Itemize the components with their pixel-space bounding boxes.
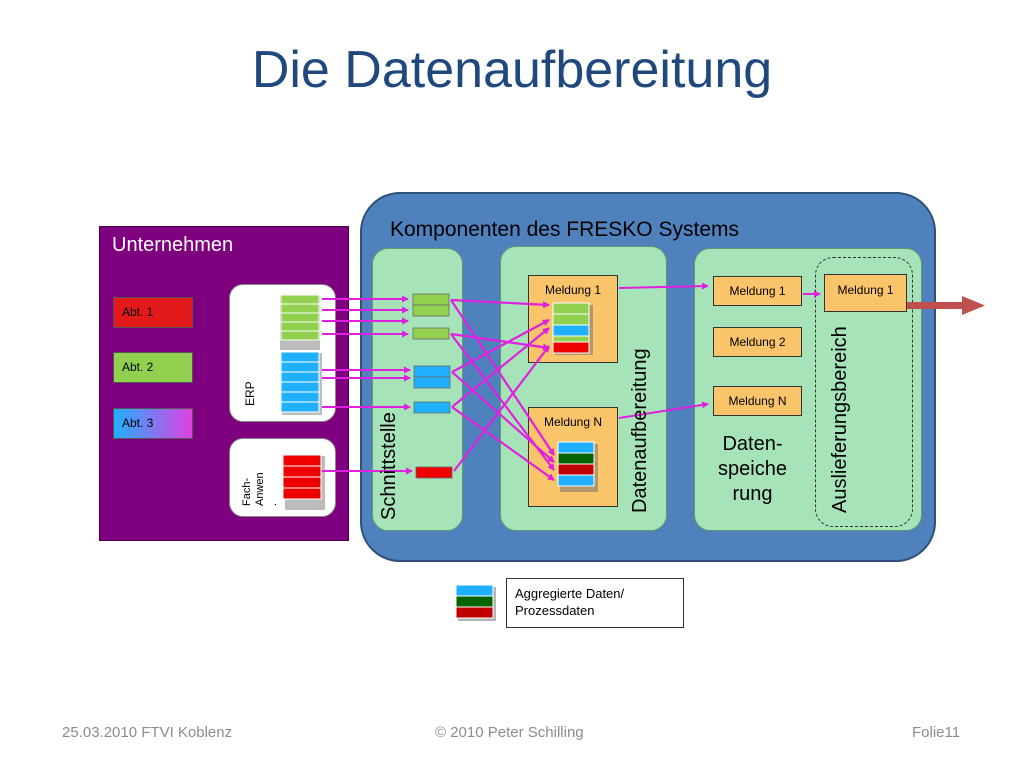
meldung-2-speicherung: Meldung 2 — [713, 327, 802, 357]
meldung-n-speicherung: Meldung N — [713, 386, 802, 416]
legend-box: Aggregierte Daten/ Prozessdaten — [506, 578, 684, 628]
datenspeicherung-label-line: rung — [732, 483, 773, 505]
schnittstelle-blocks — [412, 293, 453, 479]
datenspeicherung-label-line: Daten- — [722, 433, 783, 455]
abteilung-1-box: Abt. 1 — [113, 297, 193, 328]
auslieferungsbereich-label: Auslieferungsbereich — [829, 326, 851, 513]
erp-green-stack — [280, 294, 320, 350]
meldung-1-data-stack — [552, 302, 593, 355]
datenspeicherung-label-line: speiche — [718, 458, 787, 480]
footer-date: 25.03.2010 FTVI Koblenz — [62, 724, 233, 741]
datenspeicherung-label: Daten- speiche rung — [718, 432, 787, 507]
meldung-1-speicherung: Meldung 1 — [713, 276, 802, 306]
schnittstelle-label: Schnittstelle — [378, 412, 400, 520]
footer-slide-number: Folie11 — [912, 724, 961, 741]
abteilung-3-box: Abt. 3 — [113, 408, 193, 439]
export-arrow — [907, 296, 985, 315]
datenaufbereitung-label: Datenaufbereitung — [629, 348, 651, 513]
legend-stack-icon — [455, 584, 496, 621]
slide-title: Die Datenaufbereitung — [251, 41, 773, 99]
footer-copyright: © 2010 Peter Schilling — [435, 724, 584, 741]
meldung-1-auslieferung: Meldung 1 — [824, 274, 907, 312]
auslieferungsbereich-outline — [815, 257, 913, 527]
erp-blue-stack — [280, 351, 322, 415]
storage-arrows — [618, 282, 821, 419]
meldung-label: Meldung N — [543, 415, 603, 429]
unternehmen-title: Unternehmen — [112, 234, 234, 256]
fresko-panel-title: Komponenten des FRESKO Systems — [390, 218, 739, 241]
input-arrows — [322, 295, 413, 475]
legend-text-line: Prozessdaten — [515, 603, 595, 618]
meldung-n-data-stack — [557, 441, 598, 492]
meldung-label: Meldung 1 — [544, 283, 602, 297]
fach-red-stack — [282, 454, 325, 510]
crossing-arrows — [450, 298, 555, 481]
legend-text-line: Aggregierte Daten/ — [515, 586, 625, 601]
abteilung-2-box: Abt. 2 — [113, 352, 193, 383]
